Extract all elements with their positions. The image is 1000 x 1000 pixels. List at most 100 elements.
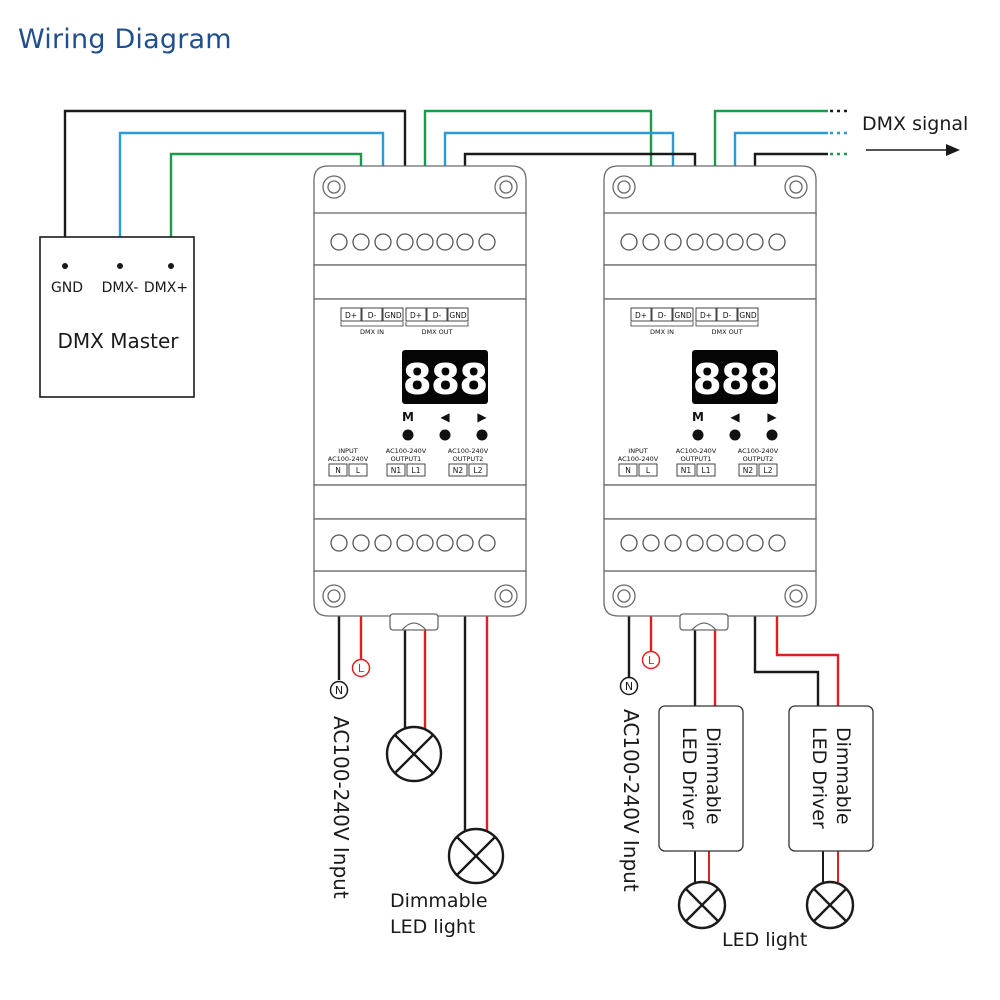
live-marker-right-label: L	[648, 654, 655, 667]
terminal-group-label: AC100-240V	[448, 447, 489, 455]
segment-display	[692, 350, 778, 404]
terminal-screw	[706, 233, 724, 251]
terminal-label-box	[638, 463, 658, 477]
terminal-group-label: AC100-240V	[328, 455, 369, 463]
live-marker-left-circle	[351, 658, 371, 678]
terminal-label: N	[625, 466, 631, 475]
dmx-port-box	[630, 307, 652, 322]
mount-ear-top	[603, 165, 817, 216]
master-terminal-dot	[117, 263, 123, 269]
button-label: M	[692, 410, 704, 424]
screw-hole	[617, 180, 631, 194]
terminal-screw	[396, 534, 414, 552]
body-step-bottom	[603, 484, 817, 520]
terminal-label: L	[646, 466, 651, 475]
led-driver-label-line1: Dimmable	[702, 727, 724, 825]
dmx-port-box	[737, 307, 759, 322]
terminal-label: L2	[474, 466, 483, 475]
dmx-port-label: GND	[384, 311, 401, 320]
terminal-screw	[436, 233, 454, 251]
dmx-master-box	[39, 236, 195, 398]
arrow-head	[946, 144, 960, 156]
dmx-port-label: D-	[723, 311, 732, 320]
screw-hole	[617, 589, 631, 603]
led-driver-label-line2: LED Driver	[808, 727, 830, 829]
dmx-port-label: D-	[433, 311, 442, 320]
terminal-screw	[478, 233, 496, 251]
page-title: Wiring Diagram	[18, 24, 232, 55]
dmx-port-box	[672, 307, 694, 322]
neutral-marker-left-circle	[329, 680, 349, 700]
terminal-group-label: AC100-240V	[676, 447, 717, 455]
live-marker-right-circle	[641, 650, 661, 670]
lamp-left-1	[385, 725, 443, 783]
led-driver-label-line1: Dimmable	[832, 727, 854, 825]
master-terminal-dot	[168, 263, 174, 269]
dmx-port-box	[405, 307, 427, 322]
din-clip-spring	[691, 622, 717, 631]
terminal-screw	[664, 233, 682, 251]
dmx-in-bracket	[340, 322, 404, 327]
button-label: ◀	[730, 410, 740, 424]
terminal-screw	[768, 233, 786, 251]
terminal-label-box	[676, 463, 696, 477]
dmx-port-label: D+	[635, 311, 647, 320]
neutral-marker-left-label: N	[335, 684, 343, 697]
terminal-group-label: AC100-240V	[738, 447, 779, 455]
dmx-port-box	[716, 307, 738, 322]
dmx-signal-label: DMX signal	[862, 113, 968, 135]
dmx-port-label: GND	[739, 311, 756, 320]
terminal-screw	[456, 233, 474, 251]
dmx-port-box	[382, 307, 404, 322]
terminal-group-label: INPUT	[628, 447, 647, 455]
dmx-port-label: D+	[410, 311, 422, 320]
terminal-label-box	[448, 463, 468, 477]
lamp-cross	[813, 888, 847, 922]
dmx-port-label: GND	[449, 311, 466, 320]
screw-hole	[789, 589, 803, 603]
terminal-screw	[620, 233, 638, 251]
lamp-right-1	[677, 880, 727, 930]
dmx-in-label: DMX IN	[650, 328, 674, 336]
terminal-label-box	[738, 463, 758, 477]
segment-display-digits: 888	[403, 355, 488, 404]
led-driver-label-line2: LED Driver	[678, 727, 700, 829]
dmx-port-box	[340, 307, 362, 322]
panel-button	[729, 429, 741, 441]
terminal-group-label: OUTPUT2	[743, 455, 774, 463]
led-driver-box	[788, 705, 874, 852]
dmx-in-label: DMX IN	[360, 328, 384, 336]
terminal-screw	[726, 233, 744, 251]
terminal-label-box	[406, 463, 426, 477]
terminal-label-box	[696, 463, 716, 477]
terminal-screw	[330, 233, 348, 251]
terminal-label-box	[386, 463, 406, 477]
terminal-screw	[416, 534, 434, 552]
panel-button	[402, 429, 414, 441]
din-clip	[679, 613, 729, 631]
screw-hole	[499, 589, 513, 603]
terminal-screw	[664, 534, 682, 552]
dmx-out-bracket	[405, 322, 469, 327]
body-step-top	[313, 264, 527, 300]
master-pin-label: GND	[51, 280, 83, 296]
terminal-screw	[374, 534, 392, 552]
dmx-port-box	[361, 307, 383, 322]
terminal-screw	[746, 233, 764, 251]
terminal-label: N1	[391, 466, 402, 475]
dmx-port-label: D+	[700, 311, 712, 320]
terminal-group-label: INPUT	[338, 447, 357, 455]
dimmable-led-light-line1: Dimmable	[390, 890, 488, 912]
panel-button	[766, 429, 778, 441]
terminal-group-label: AC100-240V	[386, 447, 427, 455]
terminal-label-box	[468, 463, 488, 477]
terminal-label: N2	[453, 466, 464, 475]
body-step-top	[603, 264, 817, 300]
terminal-screw	[436, 534, 454, 552]
terminal-group-label: OUTPUT1	[391, 455, 422, 463]
